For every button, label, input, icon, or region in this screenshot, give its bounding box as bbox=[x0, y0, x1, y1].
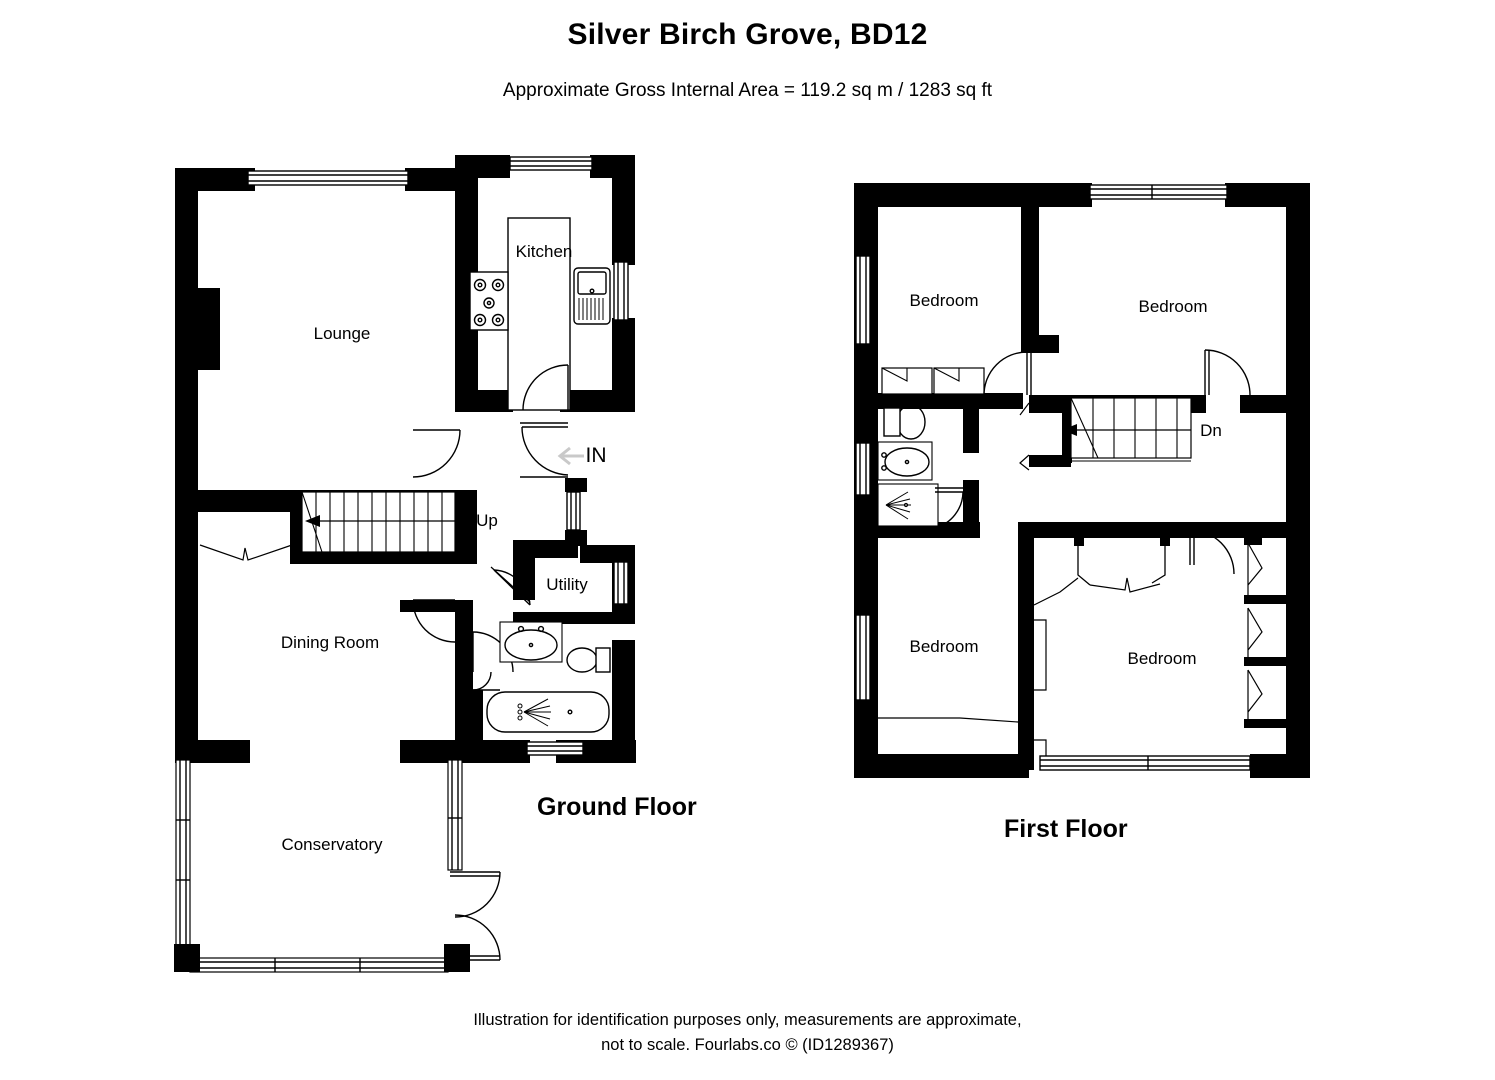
stairs-up-label: Up bbox=[476, 511, 498, 530]
room-label-lounge: Lounge bbox=[313, 324, 371, 343]
page-subtitle: Approximate Gross Internal Area = 119.2 … bbox=[502, 80, 993, 101]
room-label-bedroom-3: Bedroom bbox=[909, 637, 979, 656]
ff-details bbox=[855, 184, 1263, 771]
entrance-arrow-icon bbox=[557, 446, 584, 466]
first-floor-plan bbox=[854, 183, 1310, 778]
room-label-kitchen: Kitchen bbox=[515, 242, 573, 261]
footer-line-1: Illustration for identification purposes… bbox=[473, 1011, 1022, 1029]
gf-details bbox=[175, 156, 629, 973]
first-floor-title: First Floor bbox=[1004, 815, 1128, 843]
room-label-bedroom-4: Bedroom bbox=[1127, 649, 1197, 668]
room-label-dining-room: Dining Room bbox=[280, 633, 380, 652]
stairs-down-label: Dn bbox=[1200, 421, 1222, 440]
room-label-utility: Utility bbox=[546, 575, 588, 594]
footer-disclaimer: Illustration for identification purposes… bbox=[0, 1008, 1495, 1058]
room-label-conservatory: Conservatory bbox=[281, 835, 383, 854]
room-label-bedroom-1: Bedroom bbox=[909, 291, 979, 310]
entrance-in-label: IN bbox=[585, 444, 607, 467]
ground-floor-title: Ground Floor bbox=[537, 793, 697, 821]
page-title: Silver Birch Grove, BD12 bbox=[567, 18, 928, 51]
room-label-bedroom-2: Bedroom bbox=[1138, 297, 1208, 316]
ff-walls bbox=[854, 183, 1310, 778]
footer-line-2: not to scale. Fourlabs.co © (ID1289367) bbox=[601, 1036, 894, 1054]
ground-floor-plan bbox=[174, 155, 636, 973]
